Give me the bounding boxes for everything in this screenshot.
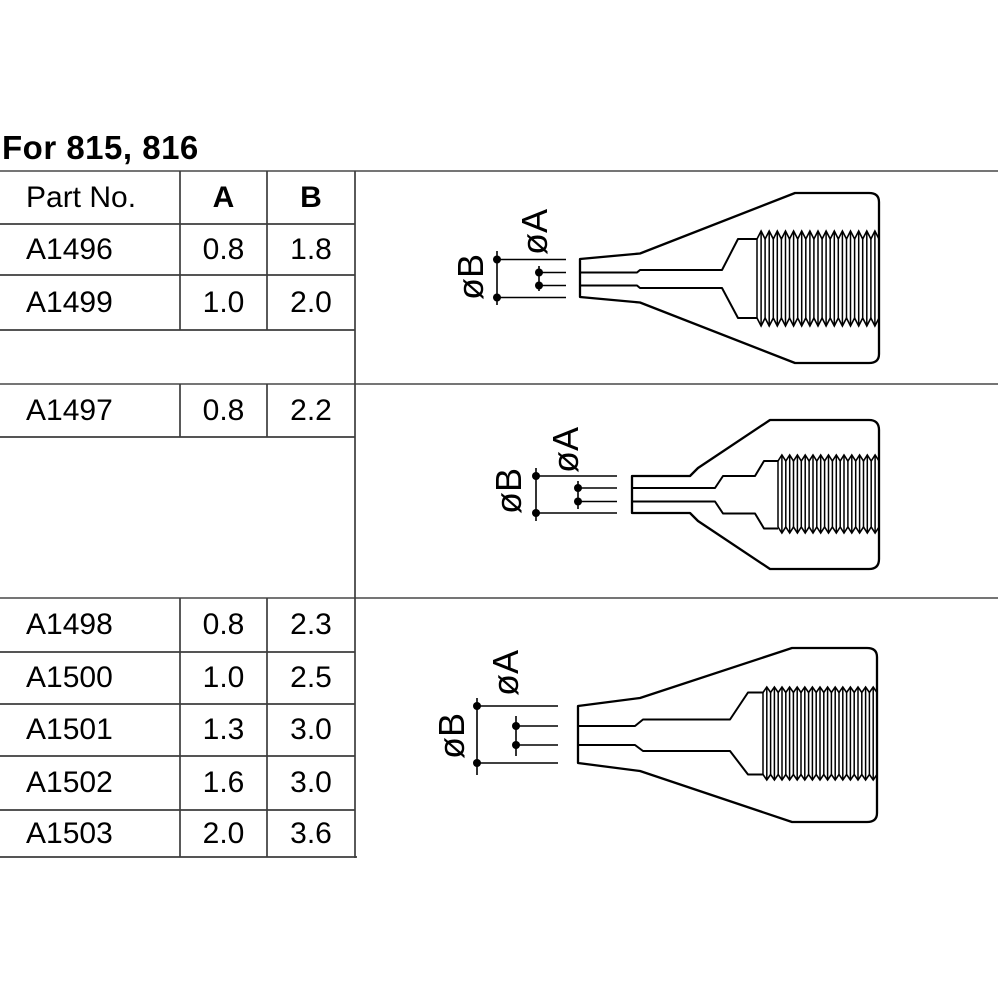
a-value-cell: 0.8	[202, 232, 245, 266]
dim-label-b: øB	[488, 467, 529, 515]
part-no-cell: A1498	[26, 608, 113, 641]
dim-label-a: øA	[514, 208, 555, 256]
a-column-header: A	[212, 180, 235, 214]
dim-label-a: øA	[485, 649, 526, 697]
dim-label-b: øB	[450, 253, 491, 301]
b-value-cell: 3.0	[290, 713, 332, 746]
b-value-cell: 2.2	[290, 394, 332, 427]
page-title: For 815, 816	[2, 129, 199, 166]
b-value-cell: 3.6	[290, 816, 332, 850]
part-no-cell: A1496	[26, 232, 113, 266]
a-value-cell: 1.3	[202, 713, 245, 746]
dim-label-a: øA	[545, 426, 586, 474]
dim-label-b: øB	[431, 712, 472, 760]
b-value-cell: 2.5	[290, 661, 332, 694]
part-no-cell: A1503	[26, 816, 113, 850]
part-no-cell: A1501	[26, 713, 113, 746]
part-no-header: Part No.	[26, 180, 137, 214]
a-value-cell: 1.0	[202, 661, 245, 694]
part-no-cell: A1499	[26, 285, 113, 319]
a-value-cell: 1.0	[202, 285, 245, 319]
a-value-cell: 2.0	[202, 816, 245, 850]
b-column-header: B	[300, 180, 322, 214]
a-value-cell: 0.8	[202, 608, 245, 641]
part-no-cell: A1500	[26, 661, 113, 694]
part-no-cell: A1502	[26, 766, 113, 799]
a-value-cell: 1.6	[202, 766, 245, 799]
a-value-cell: 0.8	[202, 394, 245, 427]
part-no-cell: A1497	[26, 394, 113, 427]
b-value-cell: 2.0	[290, 285, 332, 319]
b-value-cell: 2.3	[290, 608, 332, 641]
b-value-cell: 3.0	[290, 766, 332, 799]
b-value-cell: 1.8	[290, 232, 332, 266]
